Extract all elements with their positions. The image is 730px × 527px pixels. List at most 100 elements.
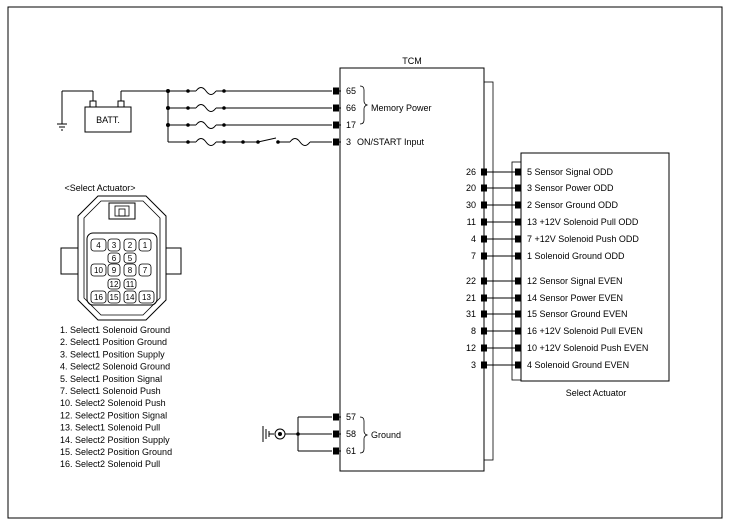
tcm-pin-terminal xyxy=(481,235,487,243)
connector-pin xyxy=(90,290,107,304)
tcm-title: TCM xyxy=(402,56,422,66)
tcm-pin-number: 8 xyxy=(471,326,476,336)
actuator-pin-label: 7 +12V Solenoid Push ODD xyxy=(527,234,639,244)
tcm-module: TCM xyxy=(339,56,494,472)
pin-legend-item: 16. Select2 Solenoid Pull xyxy=(60,459,160,469)
actuator-pin-label: 1 Solenoid Ground ODD xyxy=(527,251,625,261)
actuator-pin-terminal xyxy=(515,294,521,302)
battery: BATT. xyxy=(57,90,168,133)
tcm-pin-terminal xyxy=(481,294,487,302)
connector-pin xyxy=(107,252,121,264)
chassis-ground xyxy=(262,416,332,452)
actuator-pin-label: 4 Solenoid Ground EVEN xyxy=(527,360,629,370)
tcm-pin-number: 31 xyxy=(466,309,476,319)
actuator-pin-terminal xyxy=(515,184,521,192)
memory-power-label: Memory Power xyxy=(371,103,432,113)
tcm-pin-number: 3 xyxy=(346,137,351,147)
select-actuator-footer: Select Actuator xyxy=(566,388,627,398)
tcm-pin-number: 30 xyxy=(466,200,476,210)
actuator-pin-terminal xyxy=(515,361,521,369)
pin-legend-item: 7. Select1 Solenoid Push xyxy=(60,386,161,396)
tcm-pin-terminal xyxy=(333,138,339,146)
tcm-pin-terminal xyxy=(481,361,487,369)
tcm-pin-number: 58 xyxy=(346,429,356,439)
connector-pin-number: 1 xyxy=(143,241,148,250)
actuator-pin-label: 14 Sensor Power EVEN xyxy=(527,293,623,303)
actuator-pin-terminal xyxy=(515,235,521,243)
tcm-pin-terminal xyxy=(333,87,339,95)
tcm-pin-number: 11 xyxy=(467,217,476,227)
pin-legend-item: 4. Select2 Solenoid Ground xyxy=(60,362,170,372)
tcm-pin-number: 66 xyxy=(346,103,356,113)
tcm-pin-terminal xyxy=(481,201,487,209)
actuator-pin-terminal xyxy=(515,277,521,285)
tcm-pin-number: 57 xyxy=(346,412,356,422)
tcm-pin-number: 26 xyxy=(466,167,476,177)
actuator-pin-label: 10 +12V Solenoid Push EVEN xyxy=(527,343,648,353)
tcm-pin-number: 12 xyxy=(466,343,476,353)
tcm-pin-terminal xyxy=(333,104,339,112)
connector-pin xyxy=(123,263,137,277)
actuator-pin-terminal xyxy=(515,327,521,335)
connector-pin xyxy=(107,238,121,252)
pin-legend-item: 3. Select1 Position Supply xyxy=(60,349,165,359)
connector-pin-number: 7 xyxy=(143,266,148,275)
connector-pin-number: 10 xyxy=(94,266,103,275)
actuator-pin-terminal xyxy=(515,218,521,226)
tcm-left-pins: 65 66 17 3 ON/START Input 57 58 61 xyxy=(333,86,425,456)
tcm-pin-terminal xyxy=(481,184,487,192)
actuator-pin-label: 15 Sensor Ground EVEN xyxy=(527,309,628,319)
actuator-pin-label: 3 Sensor Power ODD xyxy=(527,183,614,193)
connector-pin xyxy=(107,290,121,304)
tcm-pin-number: 4 xyxy=(471,234,476,244)
pin-legend-item: 10. Select2 Solenoid Push xyxy=(60,398,166,408)
tcm-pin-number: 20 xyxy=(466,183,476,193)
connector-pin-number: 4 xyxy=(96,241,101,250)
connector-pin-number: 12 xyxy=(110,280,119,289)
pin-legend-item: 5. Select1 Position Signal xyxy=(60,374,162,384)
actuator-pin-terminal xyxy=(515,252,521,260)
actuator-pin-terminal xyxy=(515,201,521,209)
connector-pin-number: 11 xyxy=(126,280,135,289)
actuator-pin-label: 13 +12V Solenoid Pull ODD xyxy=(527,217,639,227)
connector-pin-number: 6 xyxy=(112,254,117,263)
pin-legend-item: 12. Select2 Position Signal xyxy=(60,410,167,420)
tcm-pin-terminal xyxy=(333,430,339,438)
connector-pin xyxy=(138,290,155,304)
actuator-pin-label: 2 Sensor Ground ODD xyxy=(527,200,619,210)
connector-pin-number: 13 xyxy=(142,293,151,302)
connector-pin-number: 2 xyxy=(128,241,133,250)
connector-pin xyxy=(107,278,121,290)
tcm-pin-terminal xyxy=(481,310,487,318)
actuator-pin-terminal xyxy=(515,168,521,176)
connector-pin-number: 9 xyxy=(112,266,117,275)
connector-pin-number: 8 xyxy=(128,266,133,275)
battery-label: BATT. xyxy=(96,115,120,125)
tcm-pin-number: 7 xyxy=(471,251,476,261)
tcm-pin-terminal xyxy=(481,277,487,285)
connector-pin xyxy=(123,252,137,264)
select-actuator-header: <Select Actuator> xyxy=(64,183,135,193)
connector-pin xyxy=(90,263,107,277)
connector-pin-number: 16 xyxy=(94,293,103,302)
pin-legend-item: 15. Select2 Position Ground xyxy=(60,447,172,457)
tcm-pin-terminal xyxy=(333,121,339,129)
tcm-pin-terminal xyxy=(481,252,487,260)
tcm-pin-number: 17 xyxy=(346,120,356,130)
connector-pin xyxy=(107,263,121,277)
connector-pin-number: 5 xyxy=(128,254,133,263)
tcm-pin-number: 3 xyxy=(471,360,476,370)
tcm-pin-label: ON/START Input xyxy=(357,137,425,147)
tcm-pin-number: 65 xyxy=(346,86,356,96)
connector-pin xyxy=(123,238,137,252)
diagram-frame xyxy=(7,6,723,519)
connector-pin-number: 14 xyxy=(126,293,135,302)
connector-pin xyxy=(90,238,107,252)
tcm-pin-number: 61 xyxy=(346,446,356,456)
pin-legend-item: 1. Select1 Solenoid Ground xyxy=(60,325,170,335)
actuator-pin-label: 16 +12V Solenoid Pull EVEN xyxy=(527,326,643,336)
